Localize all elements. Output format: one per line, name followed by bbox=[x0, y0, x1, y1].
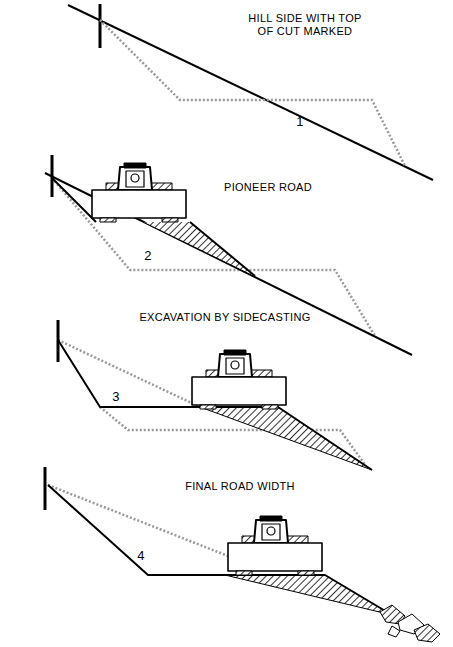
panel-pioneer-road bbox=[45, 155, 412, 355]
stage-title: HILL SIDE WITH TOP OF CUT MARKED bbox=[243, 12, 368, 38]
panel-sidecasting bbox=[58, 320, 372, 470]
panel-final-road bbox=[45, 467, 440, 642]
stage-title: EXCAVATION BY SIDECASTING bbox=[139, 311, 310, 324]
panel-hillside bbox=[68, 4, 433, 180]
stage-number: 2 bbox=[144, 248, 152, 263]
stage-title: PIONEER ROAD bbox=[224, 181, 312, 194]
stage-number: 3 bbox=[112, 389, 120, 404]
stage-number: 1 bbox=[296, 114, 304, 129]
stage-title: FINAL ROAD WIDTH bbox=[185, 480, 295, 493]
stage-number: 4 bbox=[137, 548, 145, 563]
